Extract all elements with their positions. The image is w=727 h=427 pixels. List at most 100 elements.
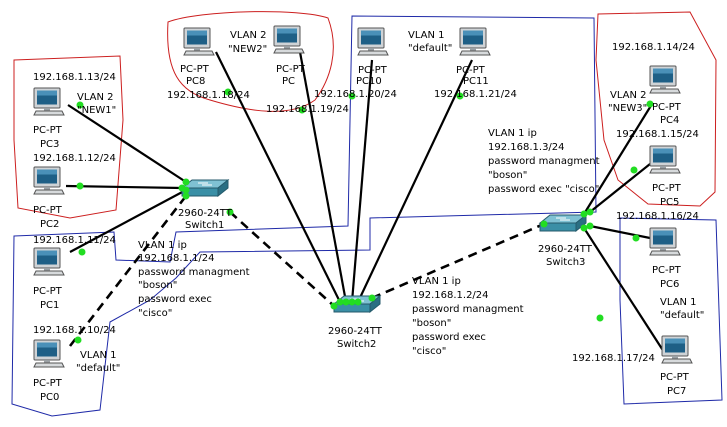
port-dot-pc0	[74, 336, 82, 344]
pc7-ip-label: 192.168.1.17/24	[572, 353, 655, 364]
port-dot-pc2	[76, 182, 84, 190]
port-dot-s3-pc5	[586, 208, 594, 216]
link-s1-s2	[229, 211, 335, 307]
switch3-note-2: password managment	[488, 156, 600, 167]
pc10-vlan-label: VLAN 1	[408, 30, 445, 41]
pc8-ip-label: 192.168.1.18/24	[167, 90, 250, 101]
pc8[interactable]	[183, 27, 215, 56]
pc0-vlan-label: VLAN 1	[80, 350, 117, 361]
port-dot-s3-pc6	[586, 222, 594, 230]
vlan1-outline-right	[619, 217, 723, 405]
pc3-name-label: PC3	[40, 139, 59, 150]
switch3-note-0: VLAN 1 ip	[488, 128, 537, 139]
port-dot-s2-s1	[330, 302, 338, 310]
pc0-ip-label: 192.168.1.10/24	[33, 325, 116, 336]
switch1-note-2: password managment	[138, 267, 250, 278]
pc8-type-label: PC-PT	[180, 64, 210, 75]
vlan1-outline-left	[11, 15, 597, 417]
port-dot-s1-s2	[226, 208, 234, 216]
port-dot-pc7	[596, 314, 604, 322]
switch2-note-0: VLAN 1 ip	[412, 276, 461, 287]
port-dot-s3-pc4	[580, 210, 588, 218]
link-pc0-s1	[68, 195, 188, 347]
pc10-name-label: PC10	[356, 76, 382, 87]
pc3[interactable]	[33, 87, 65, 116]
pc0-vlan-name-label: "default"	[76, 363, 120, 374]
pc7-vlan-name-label: "default"	[660, 310, 704, 321]
switch3-note-4: password exec "cisco"	[488, 184, 599, 195]
port-dot-pc8	[224, 88, 232, 96]
port-dot-pc6	[632, 234, 640, 242]
pc5-name-label: PC5	[660, 197, 679, 208]
pc4-vlan-label: VLAN 2	[610, 90, 647, 101]
switch2-note-1: 192.168.1.2/24	[412, 290, 489, 301]
pc4[interactable]	[649, 65, 681, 94]
pc6-type-label: PC-PT	[652, 265, 682, 276]
port-dot-pc1	[78, 248, 86, 256]
pc5[interactable]	[649, 145, 681, 174]
pc9-type-label: PC-PT	[276, 64, 306, 75]
port-dot-s3-pc7	[580, 224, 588, 232]
pc7-name-label: PC7	[667, 386, 686, 397]
pc2-ip-label: 192.168.1.12/24	[33, 153, 116, 164]
link-pc5-s3	[589, 163, 651, 213]
switch2-note-3: "boson"	[412, 318, 451, 329]
link-pc3-s1	[67, 104, 187, 183]
port-dot-pc9	[298, 106, 306, 114]
switch3-note-1: 192.168.1.3/24	[488, 142, 565, 153]
switch2-note-2: password managment	[412, 304, 524, 315]
port-dot-s2-pc10	[348, 298, 356, 306]
link-pc1-s1	[69, 189, 187, 253]
switch1-note-5: "cisco"	[138, 308, 172, 319]
pc10[interactable]	[357, 27, 389, 56]
pc8-name-label: PC8	[186, 76, 205, 87]
pc4-name-label: PC4	[660, 115, 679, 126]
switch1-note-4: password exec	[138, 294, 212, 305]
pc2-type-label: PC-PT	[33, 205, 63, 216]
pc7[interactable]	[661, 335, 693, 364]
switch3-note-3: "boson"	[488, 170, 527, 181]
pc10-vlan-name-label: "default"	[408, 43, 452, 54]
port-dot-s2-pc8	[336, 298, 344, 306]
switch2-model-label: 2960-24TT	[328, 326, 383, 337]
ports-layer	[74, 88, 654, 344]
link-pc8-s2	[215, 51, 341, 303]
pc7-vlan-label: VLAN 1	[660, 297, 697, 308]
pc2[interactable]	[33, 166, 65, 195]
link-pc6-s3	[589, 224, 651, 240]
port-dot-pc10	[348, 92, 356, 100]
pc10-type-label: PC-PT	[358, 65, 388, 76]
link-pc11-s2	[357, 59, 473, 303]
switch2-note-5: "cisco"	[412, 346, 446, 357]
vlan2-outline-right	[595, 11, 717, 207]
pc7-type-label: PC-PT	[660, 372, 690, 383]
pc4-type-label: PC-PT	[652, 102, 682, 113]
pc0-name-label: PC0	[40, 392, 59, 403]
link-pc4-s3	[583, 103, 653, 215]
pc11-type-label: PC-PT	[456, 65, 486, 76]
pc3-vlan-label: VLAN 2	[77, 92, 114, 103]
vlan2-outline-left	[13, 55, 124, 219]
pc9[interactable]	[273, 25, 305, 54]
pc5-ip-label: 192.168.1.15/24	[616, 129, 699, 140]
port-dot-s1-pc0	[182, 192, 190, 200]
switch2-name-label: Switch2	[337, 339, 376, 350]
link-pc2-s1	[65, 184, 183, 190]
pc1-ip-label: 192.168.1.11/24	[33, 235, 116, 246]
pc4-ip-label: 192.168.1.14/24	[612, 42, 695, 53]
pc11[interactable]	[459, 27, 491, 56]
port-dot-s3-s2	[540, 220, 548, 228]
pc5-type-label: PC-PT	[652, 183, 682, 194]
pc0[interactable]	[33, 339, 65, 368]
pc1[interactable]	[33, 247, 65, 276]
pc2-name-label: PC2	[40, 219, 59, 230]
port-dot-s2-pc9	[342, 298, 350, 306]
port-dot-pc4	[646, 100, 654, 108]
switch3-model-label: 2960-24TT	[538, 244, 593, 255]
pc11-ip-label: 192.168.1.21/24	[434, 89, 517, 100]
pc1-type-label: PC-PT	[33, 286, 63, 297]
pc0-type-label: PC-PT	[33, 378, 63, 389]
pc3-ip-label: 192.168.1.13/24	[33, 72, 116, 83]
pc6[interactable]	[649, 227, 681, 256]
